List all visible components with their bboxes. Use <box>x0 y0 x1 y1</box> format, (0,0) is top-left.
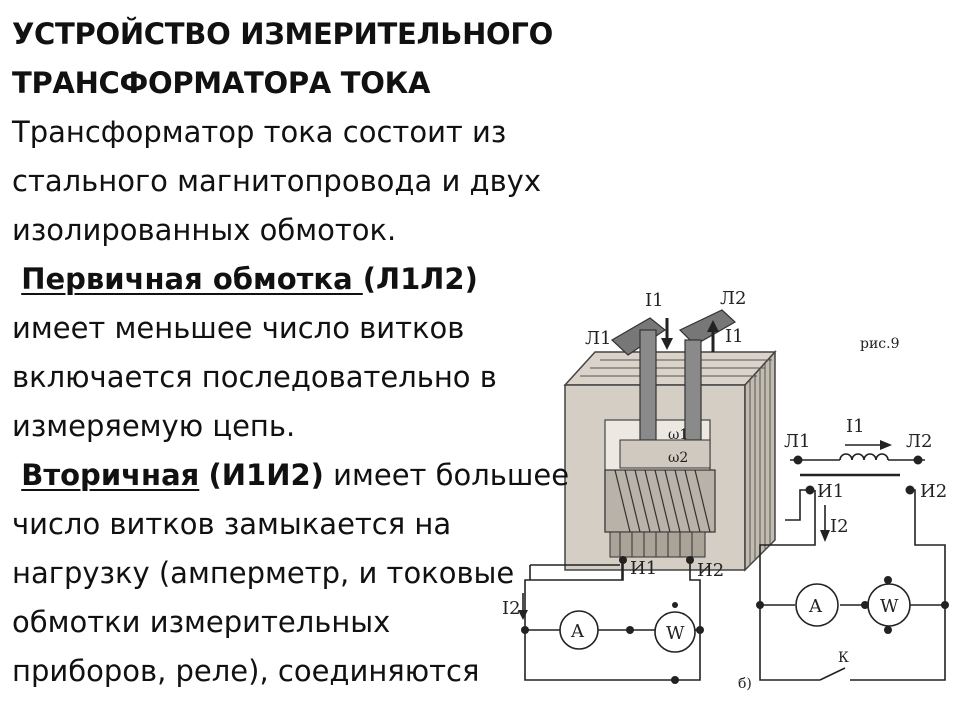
primary-line-4: измеряемую цепь. <box>12 409 296 443</box>
label-i2-right: И2 <box>920 481 947 502</box>
figure-label-b: б) <box>738 676 752 692</box>
ammeter-right-label: A <box>808 596 823 617</box>
primary-line-1: Первичная обмотка (Л1Л2) <box>12 255 672 304</box>
title-line-2: ТРАНСФОРМАТОРА ТОКА <box>12 66 431 100</box>
label-current-i2-left: I2 <box>502 598 521 619</box>
secondary-line-1: Вторичная (И1И2) имеет большее <box>12 451 672 500</box>
secondary-line-4: обмотки измерительных <box>12 605 391 639</box>
intro-line-1: Трансформатор тока состоит из <box>12 115 507 149</box>
wattmeter-left <box>654 611 696 653</box>
current-arrows <box>661 318 719 352</box>
intro-line-3: изолированных обмоток. <box>12 213 397 247</box>
label-l1-top: Л1 <box>585 328 611 349</box>
primary-code: (Л1Л2) <box>362 262 478 296</box>
label-current-i1-right: I1 <box>725 326 744 347</box>
label-l2-right: Л2 <box>906 431 932 452</box>
ammeter-left <box>559 610 599 650</box>
label-i1-right: И1 <box>817 481 844 502</box>
primary-line-2: имеет меньшее число витков <box>12 311 465 345</box>
label-i2-left: И2 <box>697 560 724 581</box>
label-w2: ω2 <box>668 450 688 466</box>
ammeter-left-label: A <box>570 621 585 642</box>
ammeter-right <box>795 583 839 627</box>
label-l1-right: Л1 <box>784 431 810 452</box>
right-schematic <box>759 444 946 681</box>
figure-caption: рис.9 <box>860 336 900 352</box>
wattmeter-right-label: W <box>880 596 899 617</box>
primary-line-3: включается последовательно в <box>12 360 497 394</box>
title-line-1: УСТРОЙСТВО ИЗМЕРИТЕЛЬНОГО <box>12 17 553 51</box>
secondary-line-3: нагрузку (амперметр, и токовые <box>12 556 515 590</box>
label-i1-left: И1 <box>630 558 657 579</box>
primary-busbars <box>611 309 737 469</box>
intro-line-2: стального магнитопровода и двух <box>12 164 541 198</box>
switch-label: К <box>838 650 849 666</box>
primary-term: Первичная обмотка <box>21 262 363 296</box>
secondary-code: (И1И2) <box>208 458 324 492</box>
label-current-i1-top: I1 <box>645 290 664 311</box>
label-current-i1-right-schematic: I1 <box>846 416 865 437</box>
secondary-rest: имеет большее <box>323 458 570 492</box>
secondary-coil <box>604 469 716 558</box>
secondary-line-2: число витков замыкается на <box>12 507 452 541</box>
secondary-line-5: приборов, реле), соединяются <box>12 654 480 688</box>
label-w1: ω1 <box>668 427 688 443</box>
label-current-i2-right: I2 <box>830 516 849 537</box>
wattmeter-left-label: W <box>666 623 685 644</box>
text-block: УСТРОЙСТВО ИЗМЕРИТЕЛЬНОГО ТРАНСФОРМАТОРА… <box>12 10 672 696</box>
label-l2-top: Л2 <box>720 288 746 309</box>
secondary-term: Вторичная <box>21 458 200 492</box>
